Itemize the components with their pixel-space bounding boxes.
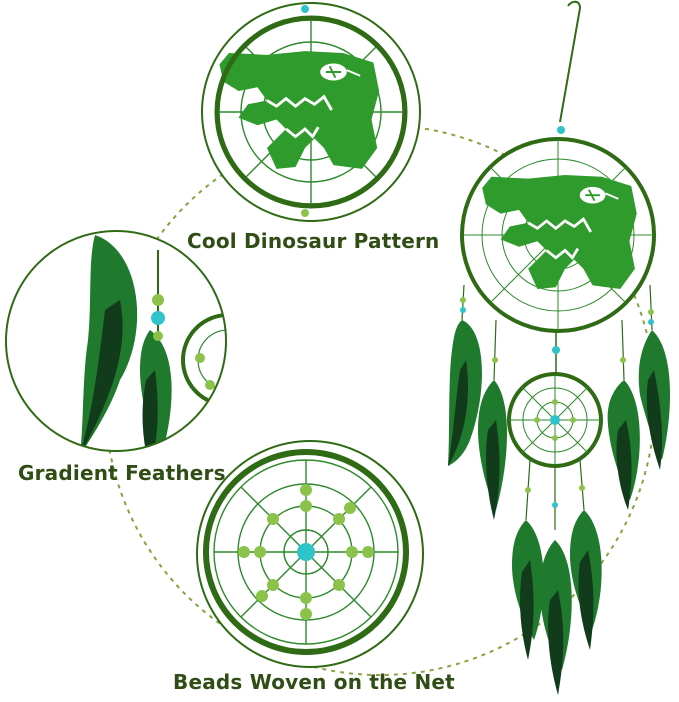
zoom-circle-dinosaur bbox=[201, 2, 421, 222]
callout-label-gradient-feathers: Gradient Feathers bbox=[18, 461, 226, 485]
bead-icon bbox=[301, 5, 309, 13]
zoom-circle-beads bbox=[196, 440, 424, 668]
callout-label-beads-woven: Beads Woven on the Net bbox=[173, 670, 455, 694]
dreamcatcher-product bbox=[448, 0, 671, 695]
callout-label-dinosaur-pattern: Cool Dinosaur Pattern bbox=[187, 229, 440, 253]
zoom-circle-feathers bbox=[5, 230, 227, 452]
